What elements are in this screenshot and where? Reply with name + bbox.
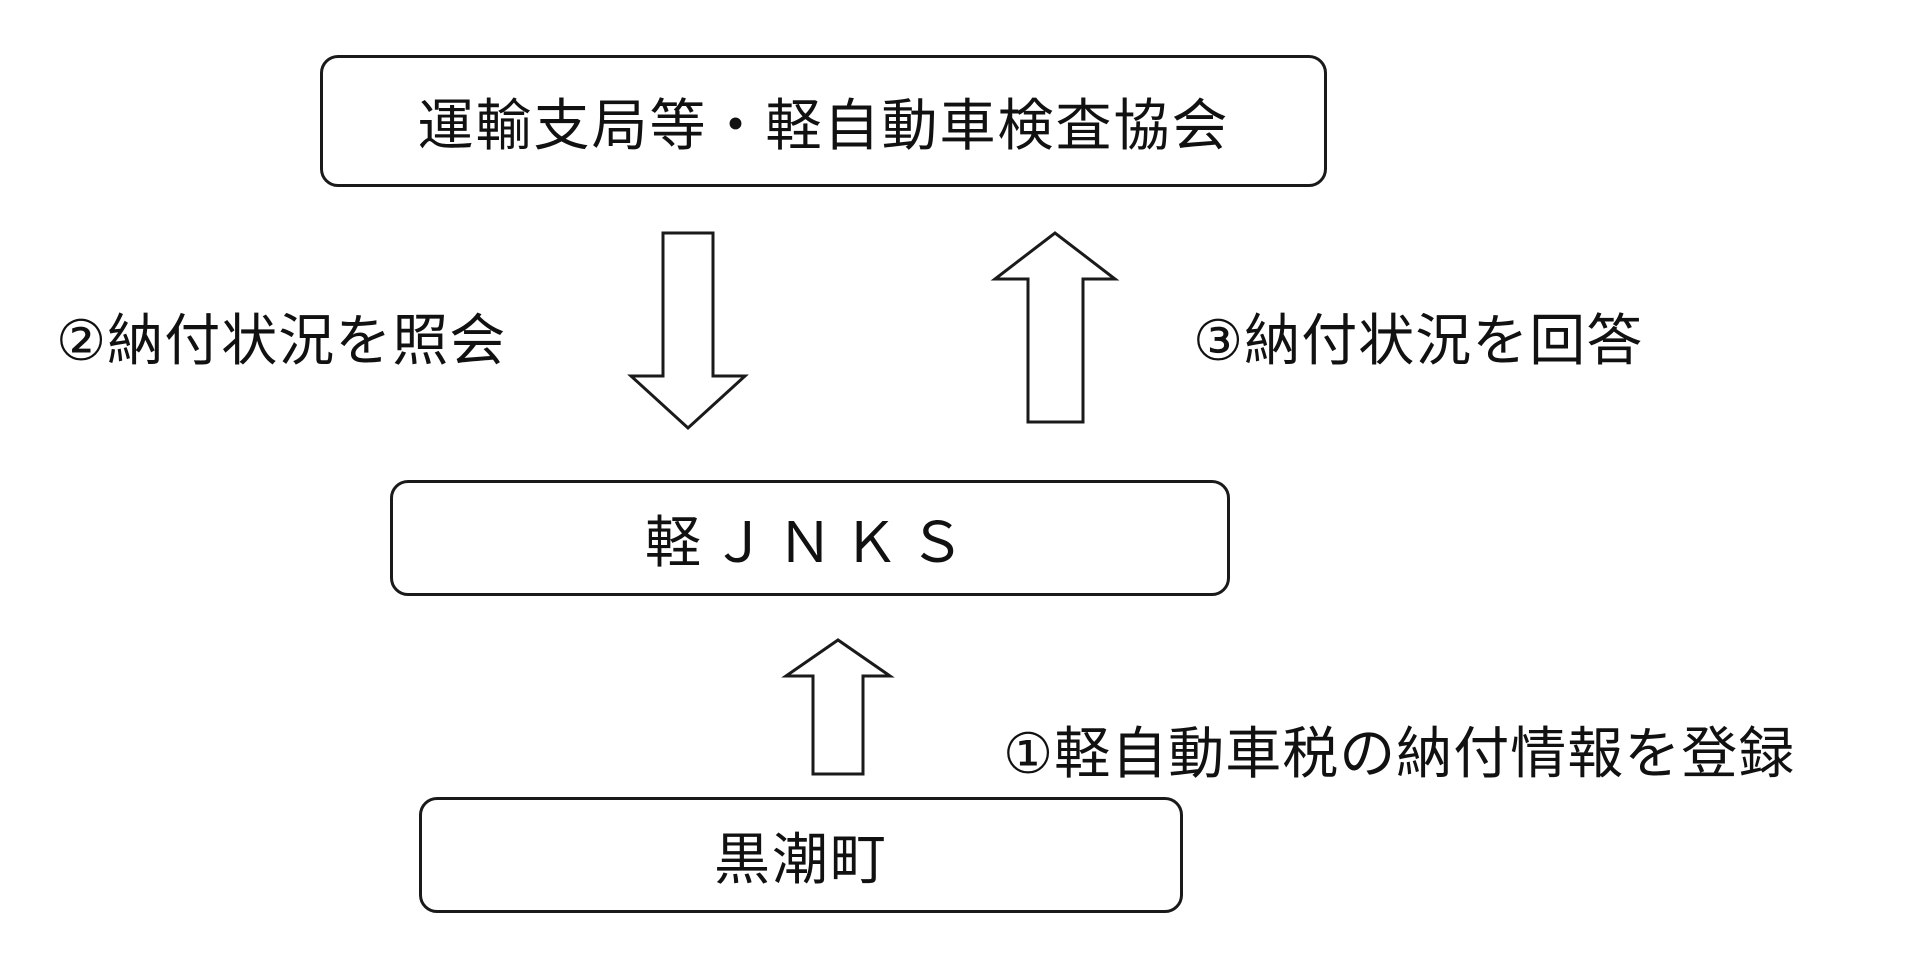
node-kei-jnks: 軽ＪＮＫＳ	[390, 480, 1230, 596]
step3-label: ③納付状況を回答	[1193, 309, 1644, 374]
node-kuroshio-town-label: 黒潮町	[714, 827, 888, 893]
step1-label: ①軽自動車税の納付情報を登録	[1003, 722, 1796, 787]
arrow-up-register	[781, 638, 895, 776]
node-transport-bureau-label: 運輸支局等・軽自動車検査協会	[417, 93, 1230, 159]
node-kei-jnks-label: 軽ＪＮＫＳ	[645, 510, 975, 576]
node-kuroshio-town: 黒潮町	[419, 797, 1183, 913]
node-transport-bureau: 運輸支局等・軽自動車検査協会	[320, 55, 1327, 187]
step2-label: ②納付状況を照会	[56, 309, 507, 374]
arrow-down-query	[627, 231, 749, 431]
arrow-up-reply	[990, 231, 1120, 424]
